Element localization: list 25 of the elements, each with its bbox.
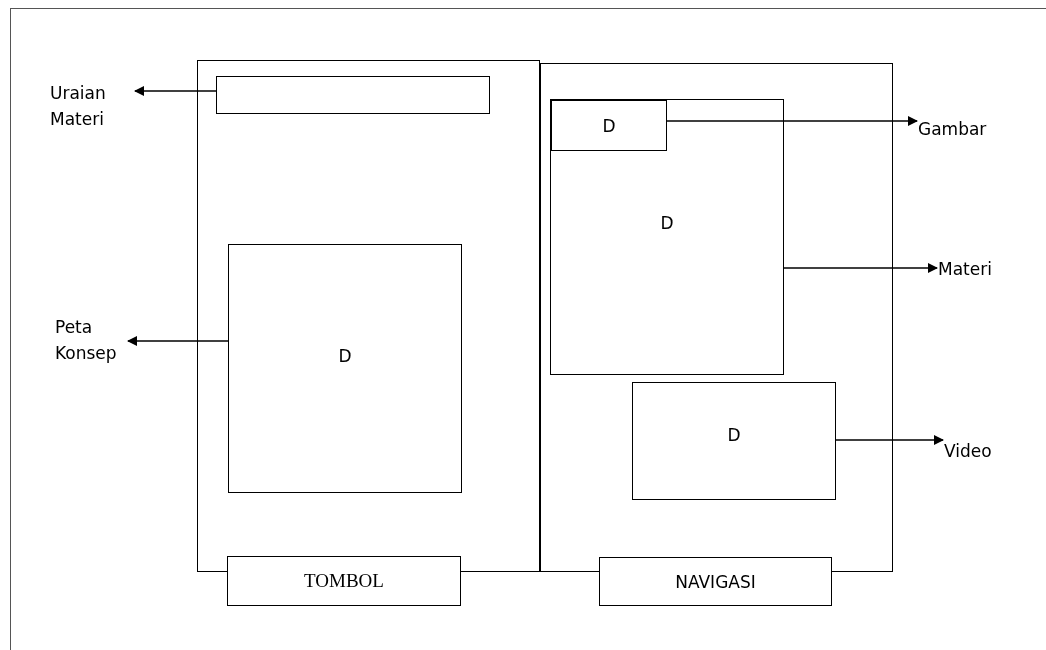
placeholder-letter: D xyxy=(659,213,675,234)
arrow xyxy=(127,336,229,346)
content-box xyxy=(632,382,836,500)
placeholder-letter: D xyxy=(726,425,742,446)
button-label: TOMBOL xyxy=(303,570,385,592)
placeholder-letter: D xyxy=(337,346,353,367)
arrow xyxy=(783,263,938,273)
arrow xyxy=(134,86,217,96)
wireframe-box xyxy=(216,76,490,114)
content-box xyxy=(551,100,667,151)
placeholder-letter: D xyxy=(601,115,617,136)
arrow xyxy=(666,116,918,126)
button-label: NAVIGASI xyxy=(674,571,757,592)
callout-text: Video xyxy=(944,438,1014,464)
wireframe-box xyxy=(197,60,540,572)
callout-text: Materi xyxy=(938,256,1008,282)
content-box xyxy=(550,99,784,375)
callout-text: Gambar xyxy=(918,116,998,142)
arrow xyxy=(835,435,944,445)
content-box xyxy=(228,244,462,493)
callout-text: Peta Konsep xyxy=(55,314,127,366)
button-box xyxy=(227,556,461,606)
button-box xyxy=(599,557,832,606)
wireframe-box xyxy=(540,63,893,572)
callout-text: Uraian Materi xyxy=(50,80,134,132)
